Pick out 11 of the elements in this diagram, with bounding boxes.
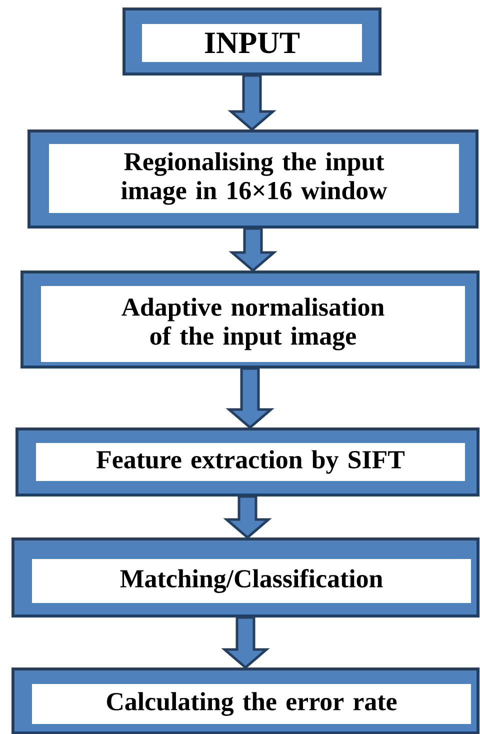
block-arrow: [226, 367, 274, 430]
process-box: Regionalising the input image in 16×16 window: [28, 130, 478, 228]
block-arrow: [221, 616, 270, 670]
process-box: Feature extraction by SIFT: [16, 428, 480, 496]
block-arrow: [223, 495, 272, 540]
process-box: Adaptive normalisation of the input image: [20, 270, 480, 368]
block-arrow: [228, 227, 278, 272]
process-box: INPUT: [122, 8, 382, 76]
process-box: Matching/Classification: [12, 538, 480, 618]
block-arrow: [228, 74, 276, 132]
process-box: Calculating the error rate: [12, 668, 480, 734]
